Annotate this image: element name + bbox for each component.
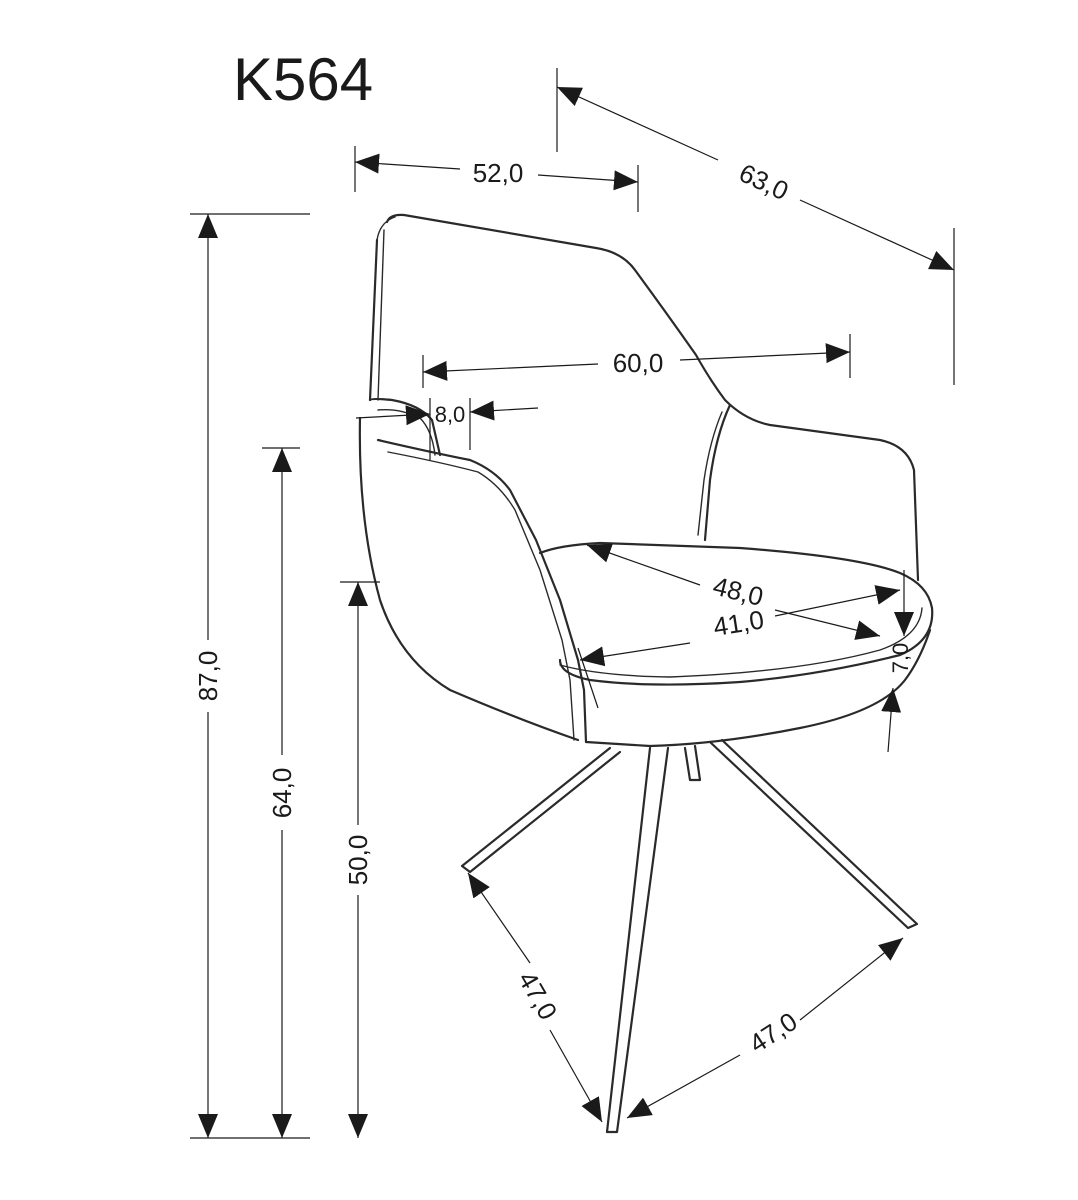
dim-seat-depth-label: 41,0 bbox=[711, 604, 766, 642]
dim-height-total-label: 87,0 bbox=[193, 651, 223, 702]
dim-leg-span-right-label: 47,0 bbox=[744, 1006, 803, 1059]
dimension-lines bbox=[190, 68, 955, 1139]
dimension-labels: 87,0 64,0 50,0 52,0 63,0 60,0 8,0 48,0 4… bbox=[193, 158, 913, 1059]
dim-height-seat-label: 50,0 bbox=[343, 835, 373, 886]
dim-arm-thickness-label: 8,0 bbox=[435, 402, 466, 427]
dim-height-armrest-label: 64,0 bbox=[267, 768, 297, 819]
chair-outline bbox=[358, 213, 934, 1134]
dim-depth-total-label: 63,0 bbox=[735, 158, 794, 207]
dim-leg-span-left-label: 47,0 bbox=[512, 966, 563, 1025]
dim-width-top-label: 52,0 bbox=[473, 158, 524, 188]
dim-width-arms-label: 60,0 bbox=[613, 348, 664, 378]
dim-seat-thickness-label: 7,0 bbox=[888, 643, 913, 674]
model-title: K564 bbox=[233, 46, 373, 113]
